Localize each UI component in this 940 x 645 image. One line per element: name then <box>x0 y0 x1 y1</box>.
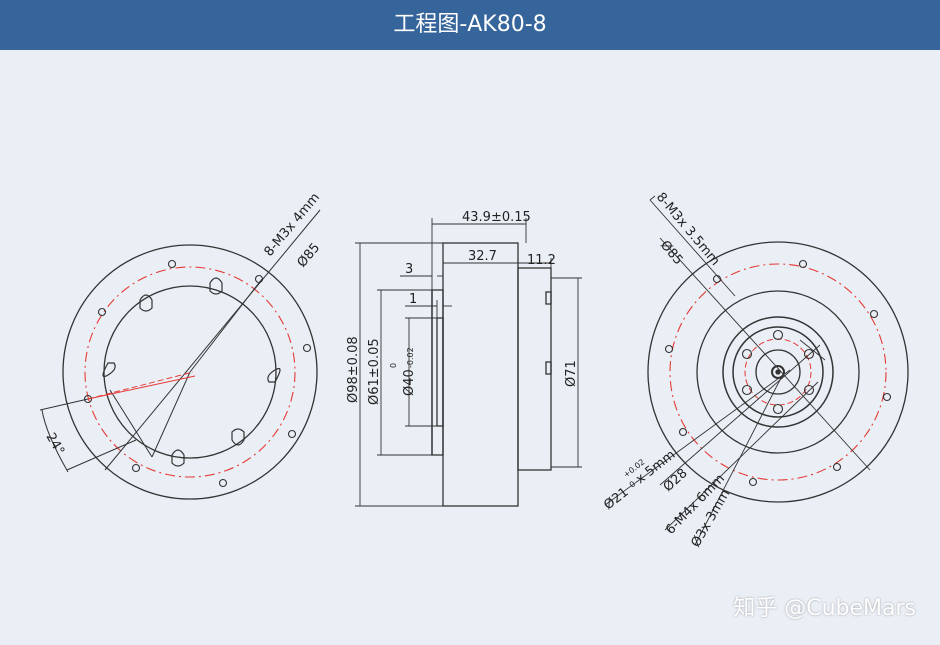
engineering-drawing: 8-M3x 4mm Ø85 24° 43.9±0.15 32.7 11.2 3 … <box>39 190 909 550</box>
side-view <box>355 218 582 507</box>
dim-40-diameter: Ø40 <box>402 369 417 396</box>
dim-right-step: 11.2 <box>527 253 556 268</box>
left-pcd-label: Ø85 <box>295 240 324 270</box>
left-angle-label: 24° <box>43 431 68 458</box>
dim-71-diameter: Ø71 <box>564 360 579 387</box>
dim-outer-diameter: Ø98±0.08 <box>346 336 361 403</box>
inner-pcd-label: Ø28 <box>661 466 691 495</box>
dim-61-diameter: Ø61±0.05 <box>367 338 382 405</box>
dim-step-3: 3 <box>405 262 413 277</box>
right-pcd-label: Ø85 <box>657 238 686 268</box>
dim-40-tol-upper: 0 <box>389 363 398 368</box>
header-bar: 工程图-AK80-8 <box>0 0 940 50</box>
right-view <box>604 195 909 546</box>
drawing-title: 工程图-AK80-8 <box>393 12 547 37</box>
watermark: 知乎 @CubeMars <box>733 596 916 621</box>
right-hole-callout: 8-M3x 3.5mm <box>653 190 723 269</box>
dim-40-tol-lower: -0.02 <box>406 347 415 368</box>
bore-tol-lower: 0 <box>628 479 638 489</box>
dim-overall-length: 43.9±0.15 <box>462 210 531 225</box>
left-view <box>39 209 321 500</box>
dim-step-1: 1 <box>409 292 417 307</box>
dim-body-length: 32.7 <box>468 249 497 264</box>
